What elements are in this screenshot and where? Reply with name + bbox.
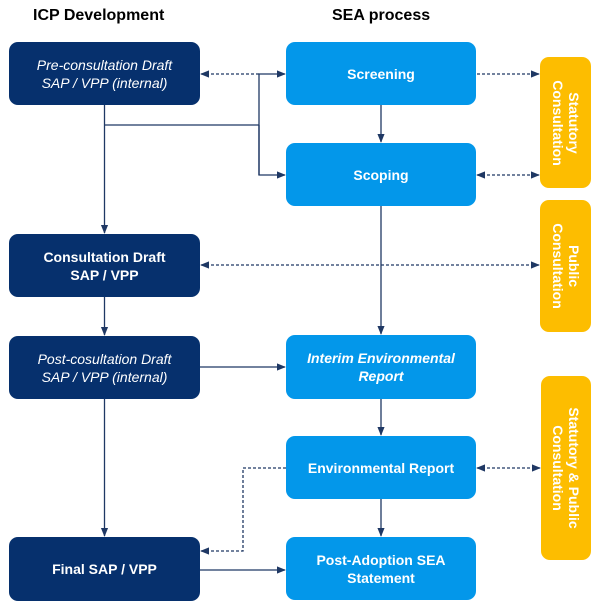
- box-line-2: SAP / VPP: [70, 266, 139, 283]
- box-line-2: Consultation: [550, 425, 566, 511]
- box-line-2: Statement: [347, 569, 415, 586]
- arrow-branch-to-scoping: [258, 125, 286, 179]
- box-line-2: Consultation: [549, 223, 566, 309]
- box-line-1: Post-Adoption SEA: [316, 551, 446, 568]
- box-line-2: SAP / VPP (internal): [41, 368, 168, 385]
- box-line-1: Scoping: [353, 166, 409, 183]
- final-sap-vpp-box: Final SAP / VPP: [9, 537, 200, 601]
- box-line-1: Consultation Draft: [43, 248, 166, 265]
- box-line-1: Statutory & Public: [566, 407, 582, 529]
- box-line-1: Final SAP / VPP: [52, 561, 157, 577]
- screening-box: Screening: [286, 42, 476, 105]
- sea-process-header: SEA process: [332, 7, 431, 24]
- box-line-1: Interim Environmental: [307, 350, 455, 366]
- icp-development-header: ICP Development: [33, 7, 165, 24]
- box-line-1: Environmental Report: [307, 459, 455, 476]
- dashed-env-to-final: [200, 467, 286, 555]
- arrow-branch-to-screening: [258, 70, 286, 175]
- environmental-report-box: Environmental Report: [286, 436, 476, 499]
- box-line-1: Statutory: [565, 91, 582, 154]
- scoping-box: Scoping: [286, 143, 476, 206]
- box-line-2: Consultation: [549, 79, 566, 166]
- box-line-1: Post-cosultation Draft: [37, 350, 172, 367]
- box-line-2: Report: [358, 368, 404, 384]
- box-line-1: Screening: [347, 65, 415, 82]
- box-line-1: Pre-consultation Draft: [36, 56, 173, 73]
- box-line-1: Public: [565, 244, 582, 288]
- box-line-2: SAP / VPP (internal): [41, 74, 168, 91]
